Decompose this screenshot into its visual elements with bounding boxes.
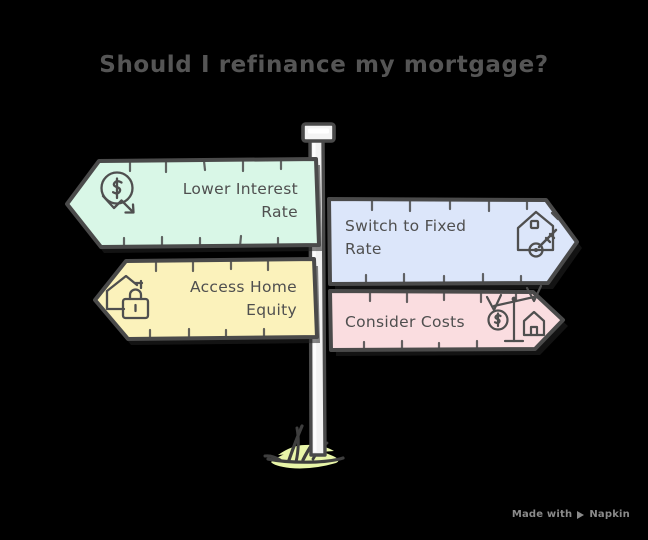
house-lock-icon — [105, 274, 150, 320]
sign-consider-costs-label: Consider Costs — [345, 313, 465, 331]
sign-switch-to-fixed-rate-label-line2: Rate — [345, 240, 382, 258]
sign-access-home-equity-label-line1: Access Home — [190, 278, 297, 296]
sign-texture-ticks — [148, 258, 270, 341]
sign-switch-to-fixed-rate-body — [327, 197, 579, 286]
dollar-circle-down-arrow-icon — [100, 171, 135, 214]
page-title: Should I refinance my mortgage? — [99, 52, 549, 78]
sign-access-home-equity-body — [93, 257, 319, 341]
sign-lower-interest-rate-label-line1: Lower Interest — [183, 180, 298, 198]
sign-consider-costs-body — [328, 289, 565, 352]
napkin-watermark: Made with Napkin — [512, 509, 630, 520]
sign-lower-interest-rate-label-line2: Rate — [261, 203, 298, 221]
sign-texture-ticks — [364, 198, 529, 286]
napkin-play-logo-icon — [577, 510, 585, 519]
grass-tuft-icon — [263, 424, 345, 469]
sign-switch-to-fixed-rate-label-line1: Switch to Fixed — [345, 217, 466, 235]
sign-access-home-equity[interactable]: Access Home Equity — [93, 257, 320, 345]
house-key-icon — [516, 210, 560, 258]
sign-access-home-equity-label-line2: Equity — [246, 301, 297, 319]
balance-scale-dollar-house-icon — [485, 284, 546, 343]
watermark-prefix: Made with — [511, 509, 573, 520]
sign-switch-to-fixed-rate[interactable]: Switch to Fixed Rate — [327, 197, 582, 290]
watermark-brand: Napkin — [589, 509, 630, 520]
sign-consider-costs[interactable]: Consider Costs — [328, 284, 568, 356]
sign-texture-ticks — [122, 158, 283, 249]
sign-lower-interest-rate[interactable]: Lower Interest Rate — [65, 157, 322, 253]
